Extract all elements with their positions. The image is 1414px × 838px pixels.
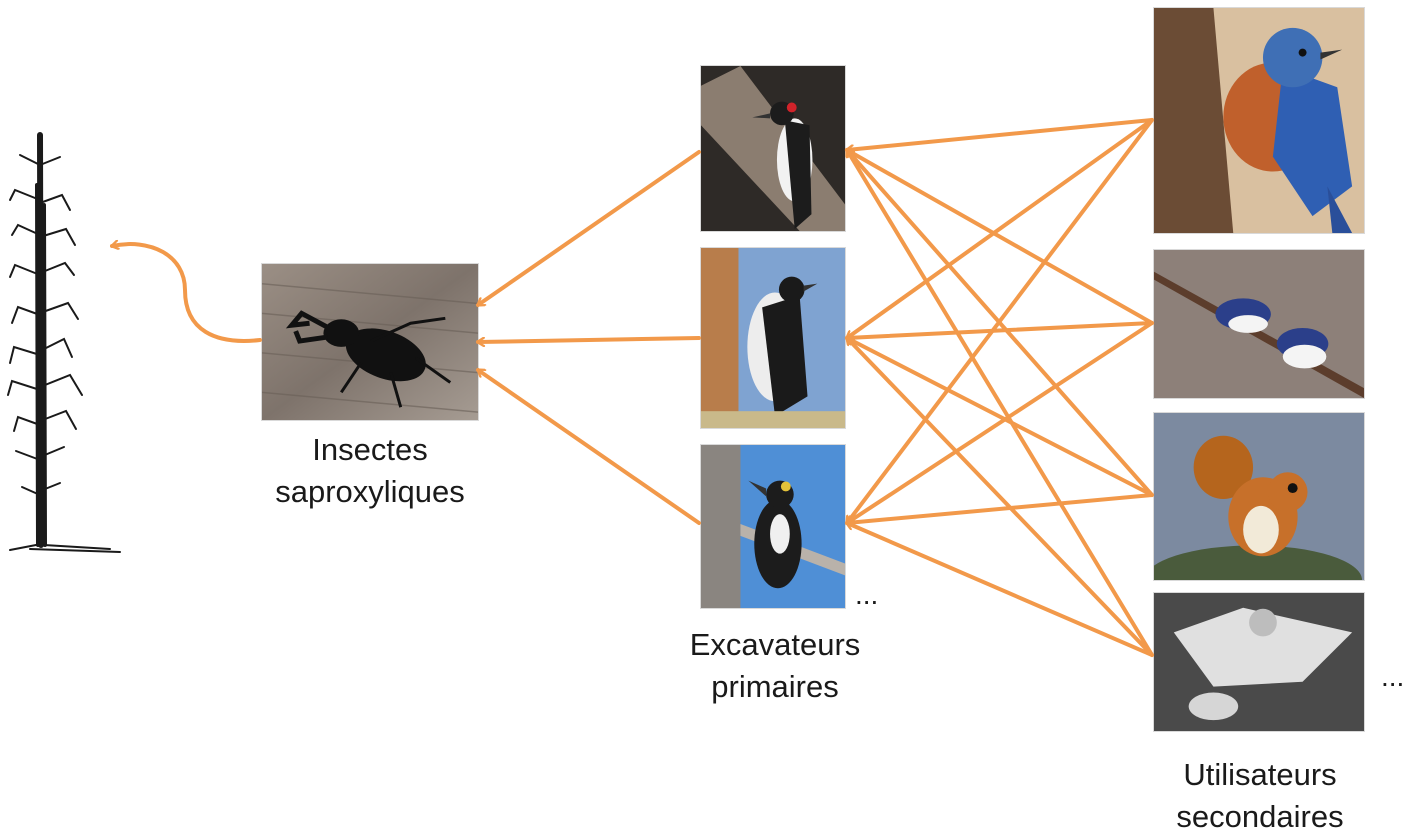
insects-label: Insectes saproxyliques — [260, 429, 480, 513]
arrow-woodpecker3-to-insects — [478, 370, 699, 523]
three-toed-woodpecker-photo — [700, 444, 846, 609]
arrow-bluebird-to-woodpecker2 — [847, 120, 1152, 338]
tree-swallow-photo — [1153, 249, 1365, 399]
secondary-label-line2: secondaires — [1140, 796, 1380, 838]
arrow-swallow-to-woodpecker1 — [847, 150, 1152, 323]
arrow-squirrel-to-woodpecker1 — [847, 150, 1152, 495]
dead-tree-icon — [0, 125, 130, 560]
arrow-flyingsquirrel-to-woodpecker3 — [847, 523, 1152, 655]
arrow-bluebird-to-woodpecker3 — [847, 120, 1152, 523]
arrow-swallow-to-woodpecker2 — [847, 323, 1152, 338]
arrow-flyingsquirrel-to-woodpecker2 — [847, 338, 1152, 655]
primary-ellipsis: ... — [855, 580, 878, 610]
primary-label-line1: Excavateurs — [660, 624, 890, 666]
arrow-bluebird-to-woodpecker1 — [847, 120, 1152, 150]
red-squirrel-photo — [1153, 412, 1365, 581]
arrow-woodpecker1-to-insects — [478, 152, 699, 305]
secondary-label-line1: Utilisateurs — [1140, 754, 1380, 796]
downy-woodpecker-photo — [700, 247, 846, 429]
arrow-insects-to-snag — [112, 244, 260, 341]
arrow-woodpecker2-to-insects — [478, 338, 699, 342]
insects-label-line2: saproxyliques — [260, 471, 480, 513]
flying-squirrel-photo — [1153, 592, 1365, 732]
arrow-swallow-to-woodpecker3 — [847, 323, 1152, 523]
eastern-bluebird-photo — [1153, 7, 1365, 234]
primary-label: Excavateurs primaires — [660, 624, 890, 708]
stag-beetle-photo — [261, 263, 479, 421]
insects-label-line1: Insectes — [260, 429, 480, 471]
arrow-flyingsquirrel-to-woodpecker1 — [847, 150, 1152, 655]
secondary-ellipsis: ... — [1381, 662, 1404, 692]
arrow-squirrel-to-woodpecker3 — [847, 495, 1152, 523]
hairy-woodpecker-photo — [700, 65, 846, 232]
primary-label-line2: primaires — [660, 666, 890, 708]
secondary-label: Utilisateurs secondaires — [1140, 754, 1380, 838]
arrow-squirrel-to-woodpecker2 — [847, 338, 1152, 495]
